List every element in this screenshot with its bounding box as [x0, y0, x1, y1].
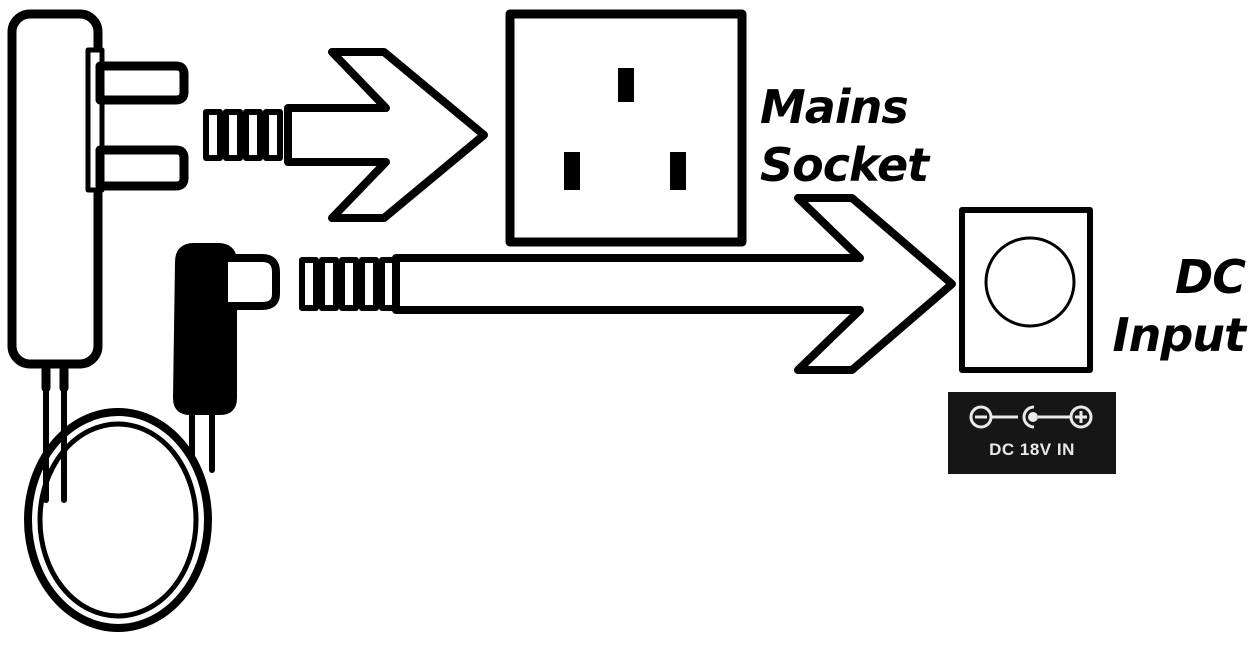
arrow-to-dc-input: [299, 194, 956, 374]
mains-label-line-1: Mains: [760, 80, 909, 134]
power-adapter: [7, 9, 189, 503]
dc-rating-text: DC 18V IN: [989, 440, 1075, 459]
mains-label-line-2: Socket: [760, 138, 929, 192]
dc-rating-badge: DC 18V IN: [948, 392, 1116, 474]
coiled-cable: [24, 408, 215, 632]
dc-input-jack: [959, 207, 1093, 373]
dc-barrel-plug: [173, 243, 280, 415]
plus-symbol-icon: [1069, 405, 1093, 429]
dc-input-label: DC Input: [1112, 248, 1246, 364]
center-pin-symbol-icon: [1022, 405, 1035, 429]
dc-label-line-1: DC: [1175, 250, 1246, 304]
arrow-to-mains-socket: [203, 48, 488, 222]
mains-socket-label: Mains Socket: [760, 78, 929, 194]
mains-socket: [505, 9, 747, 247]
polarity-symbol: [969, 405, 1093, 429]
dc-label-line-2: Input: [1112, 308, 1246, 362]
